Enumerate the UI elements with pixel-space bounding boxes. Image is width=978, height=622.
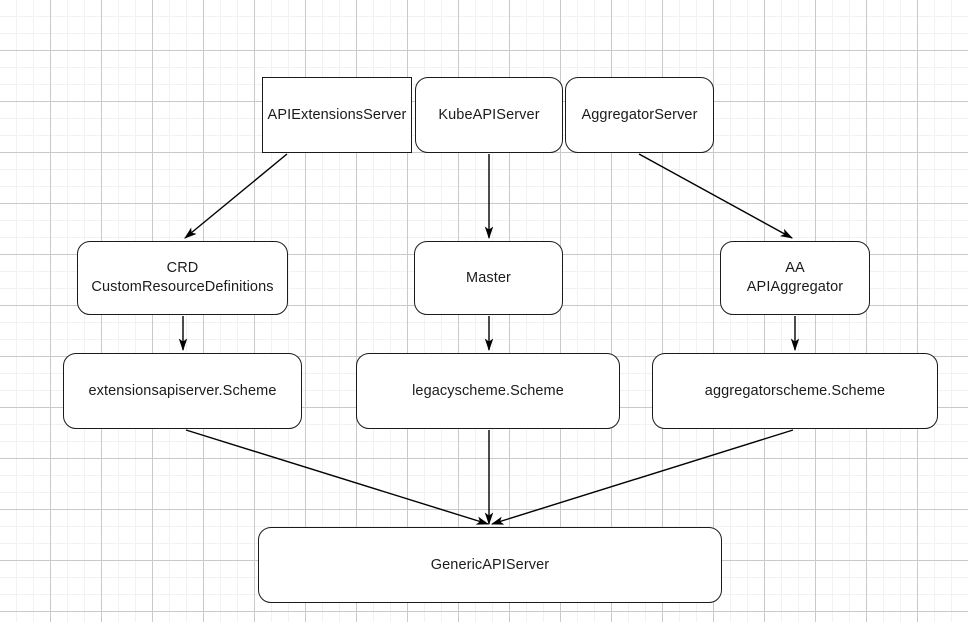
node-label: GenericAPIServer bbox=[430, 556, 550, 573]
node-label: legacyscheme.Scheme bbox=[412, 382, 564, 399]
node-aggregatorserver[interactable]: AggregatorServer bbox=[565, 77, 714, 153]
node-label: extensionsapiserver.Scheme bbox=[88, 382, 277, 399]
node-label: AggregatorServer bbox=[581, 106, 698, 123]
node-legacyscheme-scheme[interactable]: legacyscheme.Scheme bbox=[356, 353, 620, 429]
node-extensionsapiserver-scheme[interactable]: extensionsapiserver.Scheme bbox=[63, 353, 302, 429]
node-label: KubeAPIServer bbox=[438, 106, 540, 123]
node-label: aggregatorscheme.Scheme bbox=[704, 382, 886, 399]
node-genericapiserver[interactable]: GenericAPIServer bbox=[258, 527, 722, 603]
node-label: AA APIAggregator bbox=[746, 260, 844, 295]
node-kubeapiserver[interactable]: KubeAPIServer bbox=[415, 77, 563, 153]
node-aggregatorscheme-scheme[interactable]: aggregatorscheme.Scheme bbox=[652, 353, 938, 429]
node-aa-apiaggregator[interactable]: AA APIAggregator bbox=[720, 241, 870, 315]
node-label: CRD CustomResourceDefinitions bbox=[91, 260, 274, 295]
node-label: APIExtensionsServer bbox=[267, 106, 407, 123]
node-apiextensionsserver[interactable]: APIExtensionsServer bbox=[262, 77, 412, 153]
node-master[interactable]: Master bbox=[414, 241, 563, 315]
node-crd[interactable]: CRD CustomResourceDefinitions bbox=[77, 241, 288, 315]
node-label: Master bbox=[466, 269, 511, 286]
